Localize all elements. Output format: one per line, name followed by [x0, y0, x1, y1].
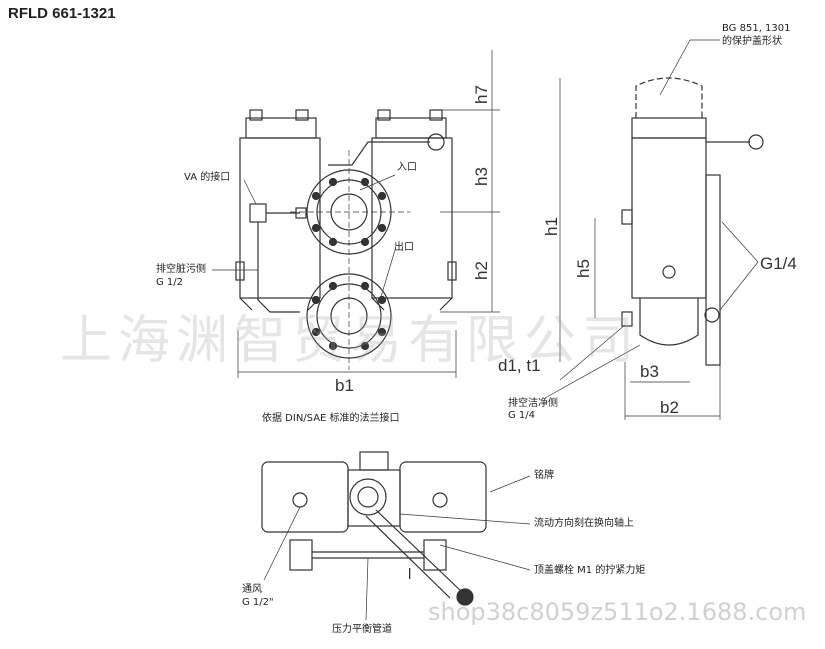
dim-h1: h1: [542, 217, 561, 236]
dirty-drain-size: G 1/2: [156, 277, 184, 288]
vent-size: G 1/2": [242, 597, 274, 608]
nameplate-label: 铭牌: [534, 470, 554, 481]
dim-b2: b2: [660, 398, 679, 417]
dim-h7: h7: [472, 85, 491, 104]
clean-drain-label: 排空洁净侧: [508, 398, 558, 409]
pressure-line-label: 压力平衡管道: [332, 624, 392, 635]
flow-direction-label: 流动方向刻在换向轴上: [534, 518, 634, 529]
dim-b3: b3: [640, 362, 659, 381]
cover-bolt-label: 顶盖螺栓 M1 的拧紧力矩: [534, 565, 646, 576]
dim-h5: h5: [574, 259, 593, 278]
outlet-label: 出口: [394, 242, 414, 253]
dim-h2: h2: [472, 261, 491, 280]
side-view: [544, 39, 764, 420]
inlet-label: 入口: [397, 162, 417, 173]
dim-g14: G1/4: [760, 254, 797, 273]
front-view: [212, 50, 500, 378]
page-title: RFLD 661-1321: [8, 5, 116, 22]
top-right-note-line2: 的保护盖形状: [722, 36, 782, 47]
dirty-drain-label: 排空脏污侧: [156, 264, 206, 275]
dim-l: l: [408, 566, 412, 583]
vent-label: 通风: [242, 584, 262, 595]
top-right-note-line1: BG 851, 1301: [722, 23, 791, 34]
dim-d1-t1: d1, t1: [498, 356, 541, 375]
top-view: [261, 451, 531, 621]
flange-note: 依据 DIN/SAE 标准的法兰接口: [262, 413, 400, 424]
dim-h3: h3: [472, 167, 491, 186]
clean-drain-size: G 1/4: [508, 410, 536, 421]
dim-b1: b1: [335, 376, 354, 395]
va-port-label: VA 的接口: [184, 172, 231, 183]
